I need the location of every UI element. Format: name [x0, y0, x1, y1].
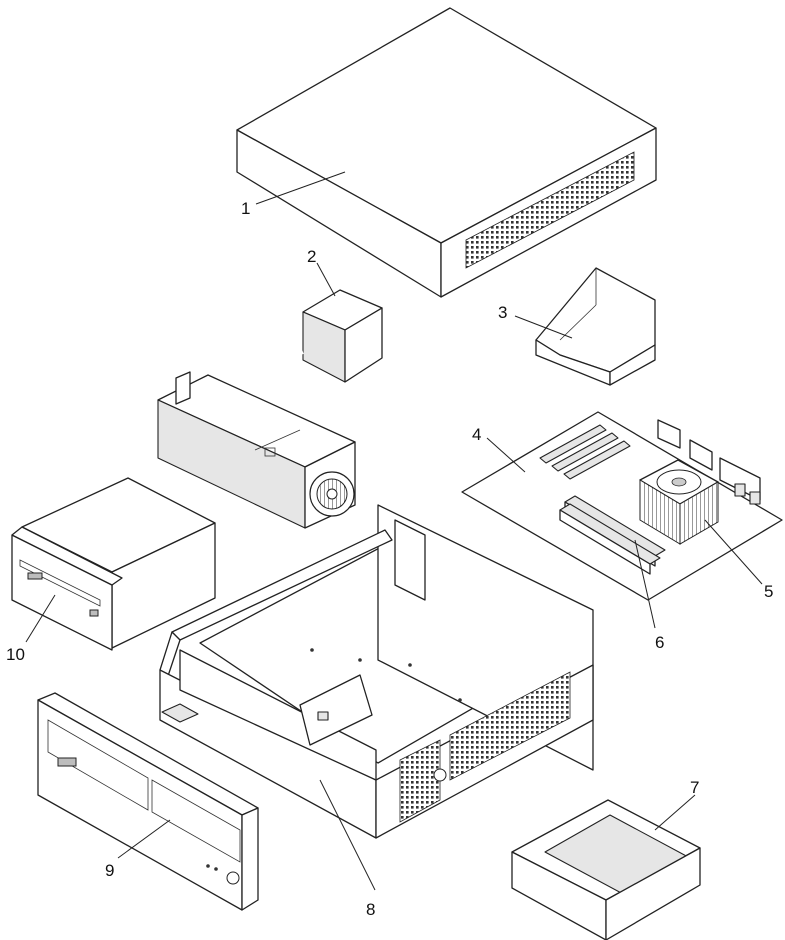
callout-8: 8 — [366, 900, 375, 919]
io-connectors — [657, 419, 761, 505]
part-4-system-board — [461, 411, 783, 601]
part-1-top-cover — [236, 7, 657, 298]
callout-2: 2 — [307, 247, 316, 266]
part-7-drive-cage — [511, 799, 701, 940]
callout-10: 10 — [6, 645, 25, 664]
callout-3: 3 — [498, 303, 507, 322]
part-8-chassis — [159, 504, 594, 839]
callout-6: 6 — [655, 633, 664, 652]
callout-9: 9 — [105, 861, 114, 880]
part-10-optical-drive — [11, 477, 216, 651]
callout-1: 1 — [241, 199, 250, 218]
callout-4: 4 — [472, 425, 481, 444]
callout-7: 7 — [690, 778, 699, 797]
part-5-processor-heatsink — [639, 459, 719, 545]
part-9-front-bezel — [37, 692, 259, 911]
part-2-power-supply — [157, 289, 383, 529]
part-3-drive-bracket — [535, 267, 656, 386]
callout-labels: 1 2 3 4 5 6 7 8 9 10 — [6, 199, 773, 919]
pci-slots — [539, 424, 631, 480]
part-6-memory-modules — [559, 495, 666, 575]
callout-5: 5 — [764, 582, 773, 601]
leader-lines — [25, 171, 763, 891]
cover-vent-grille — [465, 151, 635, 269]
